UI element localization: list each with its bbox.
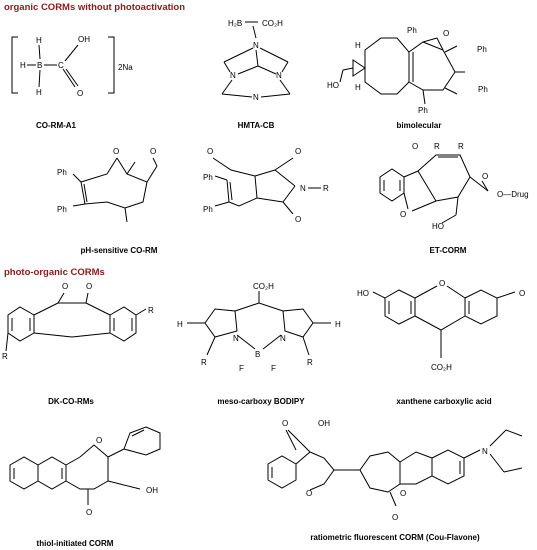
atom-label: H [177, 320, 183, 329]
atom-label: CO₂H [253, 282, 274, 291]
atom-label: O [306, 489, 312, 498]
molecule-dk-co-rms: O O R R [2, 282, 154, 361]
atom-label: O [295, 147, 301, 156]
atom-label: Ph [477, 45, 487, 54]
atom-label: Ph [407, 26, 417, 35]
section-title-non-photo: organic CORMs without photoactivation [4, 2, 186, 13]
caption-ratiometric: ratiometric fluorescent CORM (Cou-Flavon… [310, 533, 480, 542]
molecule-corm-a1: H H H B C OH O 2Na [11, 35, 133, 98]
section-title-photo: photo-organic CORMs [4, 267, 105, 278]
atom-label: O [400, 210, 406, 219]
molecule-imide: O O Ph Ph N R O [203, 147, 329, 224]
atom-label: Ph [203, 173, 213, 182]
molecule-ratiometric: O OH O O O N [267, 419, 523, 522]
caption-ph-sensitive: pH-sensitive CO-RM [80, 246, 158, 255]
molecule-bodipy: CO₂H H H N N B F F R R [177, 282, 341, 373]
atom-label: N [253, 41, 259, 50]
atom-label: O [392, 513, 398, 522]
caption-bimolecular: bimolecular [396, 121, 442, 130]
atom-label: N [280, 334, 286, 343]
caption-hmta-cb: HMTA-CB [237, 121, 275, 130]
atom-label: OH [318, 419, 330, 428]
atom-label: Ph [203, 205, 213, 214]
atom-label: O [482, 172, 488, 181]
molecule-et-corm: O R R O O—Drug O HO [379, 142, 529, 231]
caption-bodipy: meso-carboxy BODIPY [217, 397, 305, 406]
atom-label: O—Drug [497, 190, 529, 199]
atom-label: N [482, 447, 488, 456]
atom-label: R [148, 306, 154, 315]
atom-label: N [300, 184, 306, 193]
caption-corm-a1: CO-RM-A1 [36, 121, 76, 130]
atom-label: R [323, 184, 329, 193]
molecule-hmta-cb: H₂B CO₂H N N N N [221, 19, 291, 102]
atom-label: H [355, 41, 361, 50]
atom-label: N [230, 71, 236, 80]
atom-label: F [271, 364, 276, 373]
atom-label: H [335, 320, 341, 329]
atom-label: H [355, 83, 361, 92]
atom-label: Ph [57, 205, 67, 214]
caption-dk-co-rms: DK-CO-RMs [48, 397, 94, 406]
atom-label: N [253, 93, 259, 102]
atom-label: F [239, 364, 244, 373]
atom-label: O [412, 142, 418, 151]
atom-label: H [36, 88, 42, 97]
molecule-xanthene: HO O O CO₂H [357, 279, 525, 372]
atom-label: C [58, 61, 64, 70]
atom-label: O [439, 279, 445, 288]
atom-label: R [2, 352, 8, 361]
atom-label: H [36, 36, 42, 45]
atom-label: OH [78, 35, 90, 44]
atom-label: O [113, 147, 119, 156]
atom-label: Ph [418, 106, 428, 115]
atom-label: O [207, 147, 213, 156]
atom-label: B [255, 350, 260, 359]
atom-label: O [295, 215, 301, 224]
atom-label: O [77, 89, 83, 98]
molecule-ph-sensitive: O O Ph Ph [57, 147, 158, 223]
caption-xanthene: xanthene carboxylic acid [396, 397, 492, 406]
atom-label: O [62, 282, 68, 291]
atom-label: CO₂H [262, 19, 283, 28]
atom-label: R [434, 142, 440, 151]
atom-label: O [443, 29, 449, 38]
atom-label: Ph [57, 168, 67, 177]
atom-label: HO [357, 289, 369, 298]
atom-label: HO [432, 222, 444, 231]
atom-label: B [37, 61, 42, 70]
caption-thiol: thiol-initiated CORM [36, 539, 114, 548]
atom-label: N [233, 334, 239, 343]
molecule-bimolecular: Ph O H H HO Ph Ph Ph [327, 26, 488, 115]
atom-label: O [86, 508, 92, 517]
atom-label: H [20, 61, 26, 70]
atom-label: R [201, 358, 207, 367]
atom-label: HO [327, 81, 339, 90]
atom-label: N [276, 71, 282, 80]
caption-et-corm: ET-CORM [429, 246, 467, 255]
atom-label: O [400, 489, 406, 498]
atom-label: O [96, 436, 102, 445]
atom-label: O [86, 282, 92, 291]
atom-label: R [307, 358, 313, 367]
atom-label: O [519, 289, 525, 298]
atom-label: O [150, 147, 156, 156]
molecule-thiol: O O OH [9, 426, 161, 517]
atom-label: H₂B [228, 19, 242, 28]
atom-label: R [458, 142, 464, 151]
atom-label: 2Na [118, 63, 133, 72]
atom-label: CO₂H [431, 363, 452, 372]
atom-label: Ph [478, 85, 488, 94]
atom-label: OH [146, 486, 158, 495]
atom-label: O [282, 419, 288, 428]
